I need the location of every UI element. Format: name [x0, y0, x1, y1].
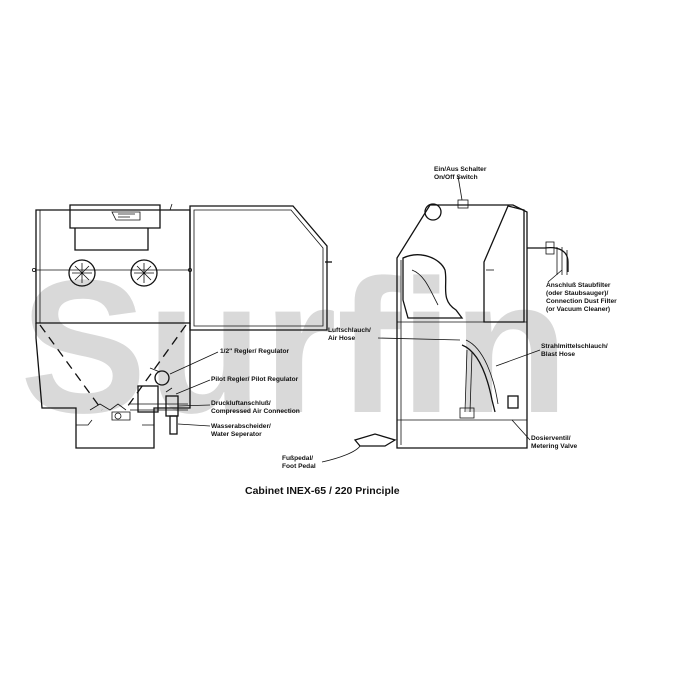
front-window-frame [69, 204, 161, 229]
label-foot-pedal-en: Foot Pedal [282, 463, 316, 470]
label-water-separator-en: Water Seperator [211, 431, 262, 438]
label-dust-filter-4: (or Vacuum Cleaner) [546, 306, 610, 313]
label-metering-valve-en: Metering Valve [531, 443, 578, 450]
label-blast-hose-en: Blast Hose [541, 351, 575, 358]
label-foot-pedal-de: Fußpedal/ [282, 455, 313, 462]
watermark-text: Surfin [20, 241, 569, 453]
label-air-hose-de: Luftschlauch/ [328, 327, 371, 334]
label-dust-filter-1: Anschluß Staubfilter [546, 282, 611, 289]
front-door-panel [189, 205, 328, 331]
foot-pedal [321, 433, 397, 463]
label-compressed-air-de: Druckluftanschluß/ [211, 400, 271, 407]
on-off-switch [424, 203, 442, 221]
front-leader-lines [169, 351, 219, 427]
glove-port-right [130, 259, 158, 287]
blast-hose [461, 344, 496, 413]
label-water-separator-de: Wasserabscheider/ [211, 423, 271, 430]
front-view-cabinet [32, 203, 192, 449]
side-view-cabinet [377, 175, 569, 449]
label-pilot-regulator: Pilot Regler/ Pilot Regulator [211, 376, 299, 383]
label-regulator: 1/2" Regler/ Regulator [220, 348, 290, 355]
front-viewing-window [74, 228, 149, 251]
label-air-hose-en: Air Hose [328, 335, 355, 342]
metering-valve [507, 395, 519, 409]
label-on-off-de: Ein/Aus Schalter [434, 166, 487, 173]
label-blast-hose-de: Strahlmittelschlauch/ [541, 343, 608, 350]
label-dust-filter-3: Connection Dust Filter [546, 298, 617, 305]
regulator-assembly [111, 367, 188, 435]
label-dust-filter-2: (oder Staubsauger)/ [546, 290, 608, 297]
side-inner-panel [483, 205, 525, 323]
glove [402, 254, 464, 319]
diagram-caption: Cabinet INEX-65 / 220 Principle [245, 485, 400, 497]
label-compressed-air-en: Compressed Air Connection [211, 408, 300, 415]
label-metering-valve-de: Dosierventil/ [531, 435, 571, 442]
glove-port-left [68, 259, 96, 287]
label-on-off-en: On/Off Switch [434, 174, 478, 181]
